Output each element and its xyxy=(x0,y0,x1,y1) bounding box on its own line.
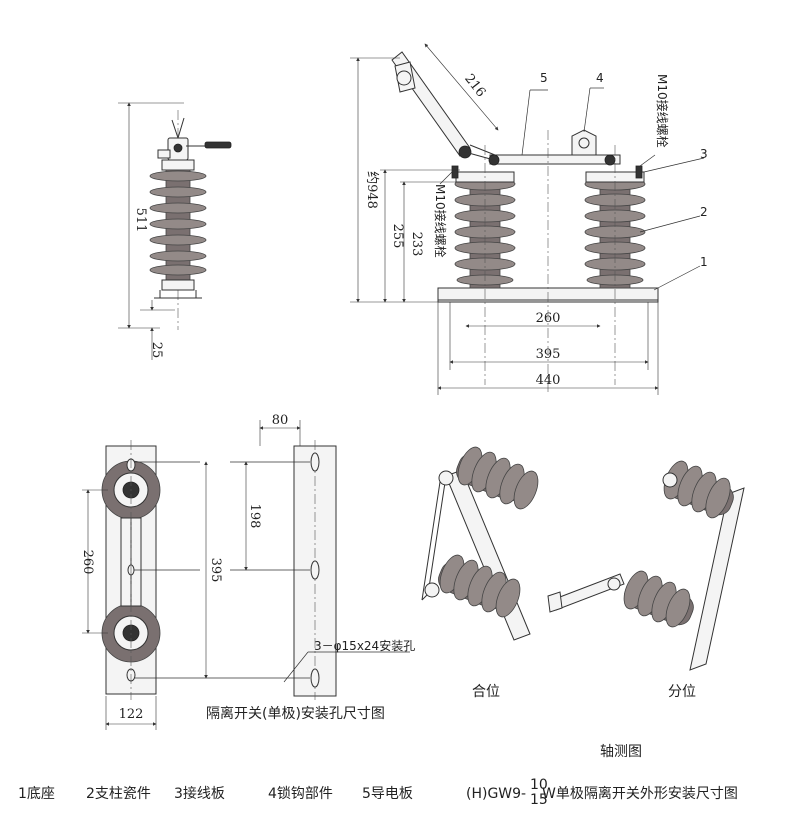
mount-dim-395: 395 xyxy=(208,558,223,583)
title-superscript: 10 xyxy=(530,777,548,793)
front-view: 约948 255 233 216 260 395 440 5 4 3 2 1 xyxy=(350,43,708,395)
legend-item-4: 4锁钩部件 xyxy=(268,786,333,802)
mount-dim-260: 260 xyxy=(80,550,95,575)
open-label: 分位 xyxy=(668,684,696,700)
title-subscript: 15 xyxy=(530,792,548,808)
axonometric-open: 分位 xyxy=(547,460,745,700)
mounting-caption: 隔离开关(单极)安装孔尺寸图 xyxy=(206,705,385,722)
mount-dim-80: 80 xyxy=(272,413,289,428)
mounting-plan-view: 260 122 395 198 80 3－φ15x24安装孔 隔离开关(单极)安… xyxy=(80,413,415,730)
conductor-bar xyxy=(489,154,621,165)
side-insulator xyxy=(149,169,207,281)
side-dim-25: 25 xyxy=(149,342,164,359)
bolt-label-left: M10接线螺栓 xyxy=(433,184,448,258)
dim-255: 255 xyxy=(390,224,405,249)
title-prefix: (H)GW9- xyxy=(466,786,526,802)
dim-395: 395 xyxy=(536,347,561,362)
drawing-title: (H)GW9- 10 15 W单极隔离开关外形安装尺寸图 xyxy=(466,777,738,808)
axonometric-closed: 合位 xyxy=(421,446,539,700)
dim-260: 260 xyxy=(536,311,561,326)
callout-5: 5 xyxy=(540,71,548,85)
axonometric-caption: 轴测图 xyxy=(600,744,642,760)
legend: 1底座 2支柱瓷件 3接线板 4锁钩部件 5导电板 xyxy=(18,785,413,802)
legend-item-3: 3接线板 xyxy=(174,785,225,802)
hole-label: 3－φ15x24安装孔 xyxy=(314,638,415,653)
mount-dim-122: 122 xyxy=(119,707,144,722)
bolt-label-right: M10接线螺栓 xyxy=(655,74,670,148)
callout-2: 2 xyxy=(700,205,708,219)
callout-3: 3 xyxy=(700,147,708,161)
dim-216: 216 xyxy=(461,71,488,100)
closed-label: 合位 xyxy=(472,684,500,700)
side-view: 511 25 xyxy=(118,102,232,360)
dim-total-948: 约948 xyxy=(364,171,379,209)
side-dim-511: 511 xyxy=(133,208,148,233)
mount-dim-198: 198 xyxy=(247,504,262,529)
dim-233: 233 xyxy=(409,232,424,257)
legend-item-5: 5导电板 xyxy=(362,786,413,802)
title-suffix: W单极隔离开关外形安装尺寸图 xyxy=(542,785,738,802)
callout-4: 4 xyxy=(596,71,604,85)
legend-item-2: 2支柱瓷件 xyxy=(86,786,151,802)
legend-item-1: 1底座 xyxy=(18,786,55,802)
callout-1: 1 xyxy=(700,255,708,269)
dim-440: 440 xyxy=(536,373,561,388)
